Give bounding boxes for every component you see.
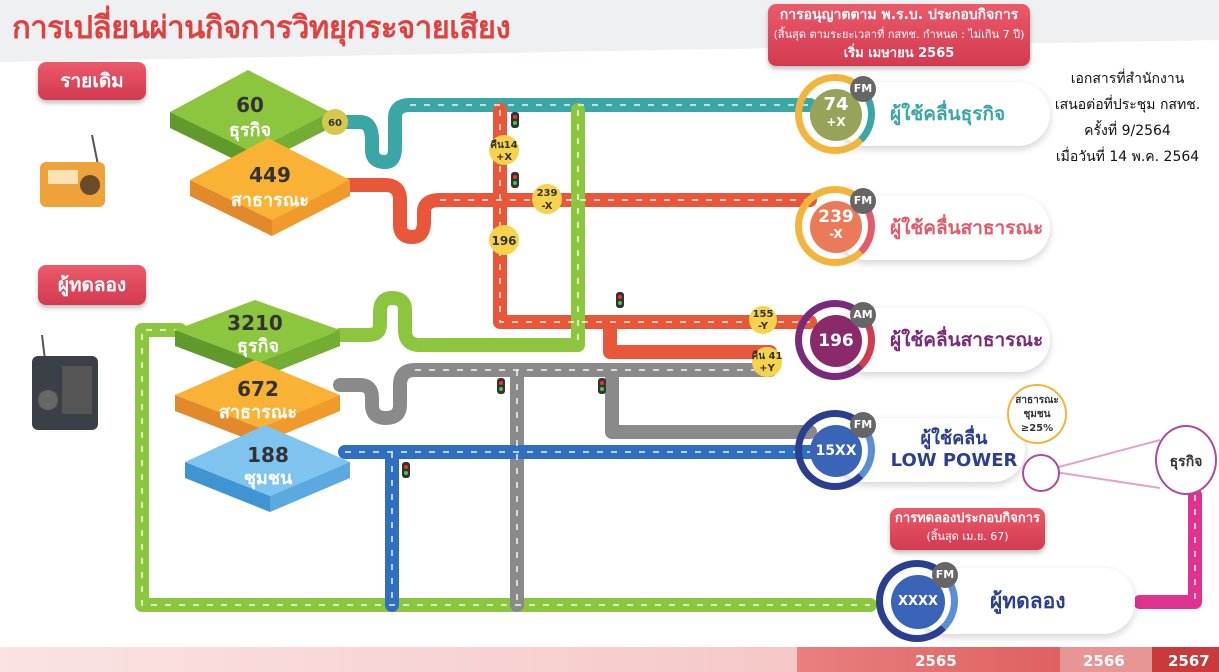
block-value: 672 xyxy=(237,377,279,401)
block-label: ธุรกิจ xyxy=(237,336,279,358)
group-label-existing: รายเดิม xyxy=(38,62,146,100)
destination-label: ผู้ใช้คลื่นสาธารณะ xyxy=(890,329,1044,351)
license-banner-line1: การอนุญาตตาม พ.ร.บ. ประกอบกิจการ xyxy=(779,7,1019,23)
license-banner-line3: เริ่ม เมษายน 2565 xyxy=(843,46,955,61)
year-label: 2567 xyxy=(1168,652,1210,670)
band-badge: AM xyxy=(850,302,876,328)
share-label: ชุมชน xyxy=(1023,409,1051,420)
block-public-existing xyxy=(190,138,350,236)
note-line: เสนอต่อที่ประชุม กสทช. xyxy=(1054,97,1201,113)
block-label: ชุมชน xyxy=(244,468,293,490)
count-sub: -X xyxy=(829,227,843,241)
road-orange-vertical xyxy=(493,103,817,329)
band-badge: FM xyxy=(850,412,876,438)
destination-label: ผู้ใช้คลื่นธุรกิจ xyxy=(890,103,1006,125)
share-label: สาธารณะ xyxy=(1015,395,1059,406)
road-gray xyxy=(333,363,777,425)
badge-return14-sub: +X xyxy=(496,152,512,163)
badge-239-sub: -X xyxy=(541,201,552,212)
license-banner: การอนุญาตตาม พ.ร.บ. ประกอบกิจการ (สิ้นสุ… xyxy=(768,4,1030,66)
note-line: ครั้งที่ 9/2564 xyxy=(1084,123,1171,139)
block-business-trial xyxy=(175,300,340,378)
page-title: การเปลี่ยนผ่านกิจการวิทยุกระจายเสียง xyxy=(12,10,511,46)
trial-banner: การทดลองประกอบกิจการ (สิ้นสุด เม.ย. 67) xyxy=(890,508,1045,550)
badge-239: 239 xyxy=(537,188,558,199)
badge-return14: คืน14 xyxy=(490,139,517,151)
timeline-bar: 2565 2566 2567 xyxy=(0,647,1219,672)
band-badge: FM xyxy=(850,76,876,102)
road-pink xyxy=(1133,488,1202,609)
road-teal xyxy=(323,98,817,169)
badge-60: 60 xyxy=(328,118,342,129)
note-line: เอกสารที่สำนักงาน xyxy=(1070,71,1185,87)
lowpower-public-share: สาธารณะชุมชน ≥25% xyxy=(1007,384,1067,444)
note-line: เมื่อวันที่ 14 พ.ค. 2564 xyxy=(1055,149,1200,165)
badge-155: 155 xyxy=(753,309,774,320)
radio-icon xyxy=(40,134,105,207)
road-green-vertical xyxy=(333,103,585,352)
road-orange-am xyxy=(603,315,777,359)
trial-banner-line1: การทดลองประกอบกิจการ xyxy=(894,511,1041,526)
block-community-trial xyxy=(185,425,350,512)
group-label-trial: ผู้ทดลอง xyxy=(38,265,146,305)
destination-label: ผู้ทดลอง xyxy=(990,588,1066,613)
radio-icon xyxy=(32,334,98,430)
badge-155-sub: -Y xyxy=(758,321,769,332)
block-value: 3210 xyxy=(227,311,283,335)
road-orange-public xyxy=(338,178,817,244)
badge-return41-sub: +Y xyxy=(759,363,775,374)
destination-label: ผู้ใช้คลื่นสาธารณะ xyxy=(890,217,1044,239)
destination-label: ผู้ใช้คลื่น xyxy=(920,428,988,449)
lowpower-split-node xyxy=(1022,454,1060,492)
block-label: สาธารณะ xyxy=(219,402,297,423)
badge-return41: คืน 41 xyxy=(752,350,783,362)
band-badge: FM xyxy=(850,188,876,214)
road-gray-lowpower xyxy=(605,363,817,439)
band-badge: FM xyxy=(932,562,958,588)
block-label: ธุรกิจ xyxy=(229,120,271,142)
traffic-light-icons xyxy=(402,112,624,478)
lowpower-business-share: ธุรกิจ xyxy=(1155,425,1217,495)
block-value: 449 xyxy=(249,163,291,187)
block-label: สาธารณะ xyxy=(231,190,309,211)
block-value: 188 xyxy=(247,443,289,467)
document-note: เอกสารที่สำนักงาน เสนอต่อที่ประชุม กสทช.… xyxy=(1040,66,1215,170)
count-number: 74 xyxy=(823,94,849,115)
count-sub: +X xyxy=(826,115,846,129)
license-banner-line2: (สิ้นสุด ตามระยะเวลาที่ กสทช. กำหนด : ไม… xyxy=(773,28,1025,41)
trial-banner-line2: (สิ้นสุด เม.ย. 67) xyxy=(926,530,1009,543)
year-label: 2565 xyxy=(915,652,957,670)
share-value: ≥25% xyxy=(1020,423,1054,434)
count-number: 239 xyxy=(818,207,854,227)
destination-label-2: LOW POWER xyxy=(890,450,1018,471)
block-value: 60 xyxy=(236,93,264,117)
year-label: 2566 xyxy=(1083,652,1125,670)
badge-196: 196 xyxy=(491,234,516,248)
